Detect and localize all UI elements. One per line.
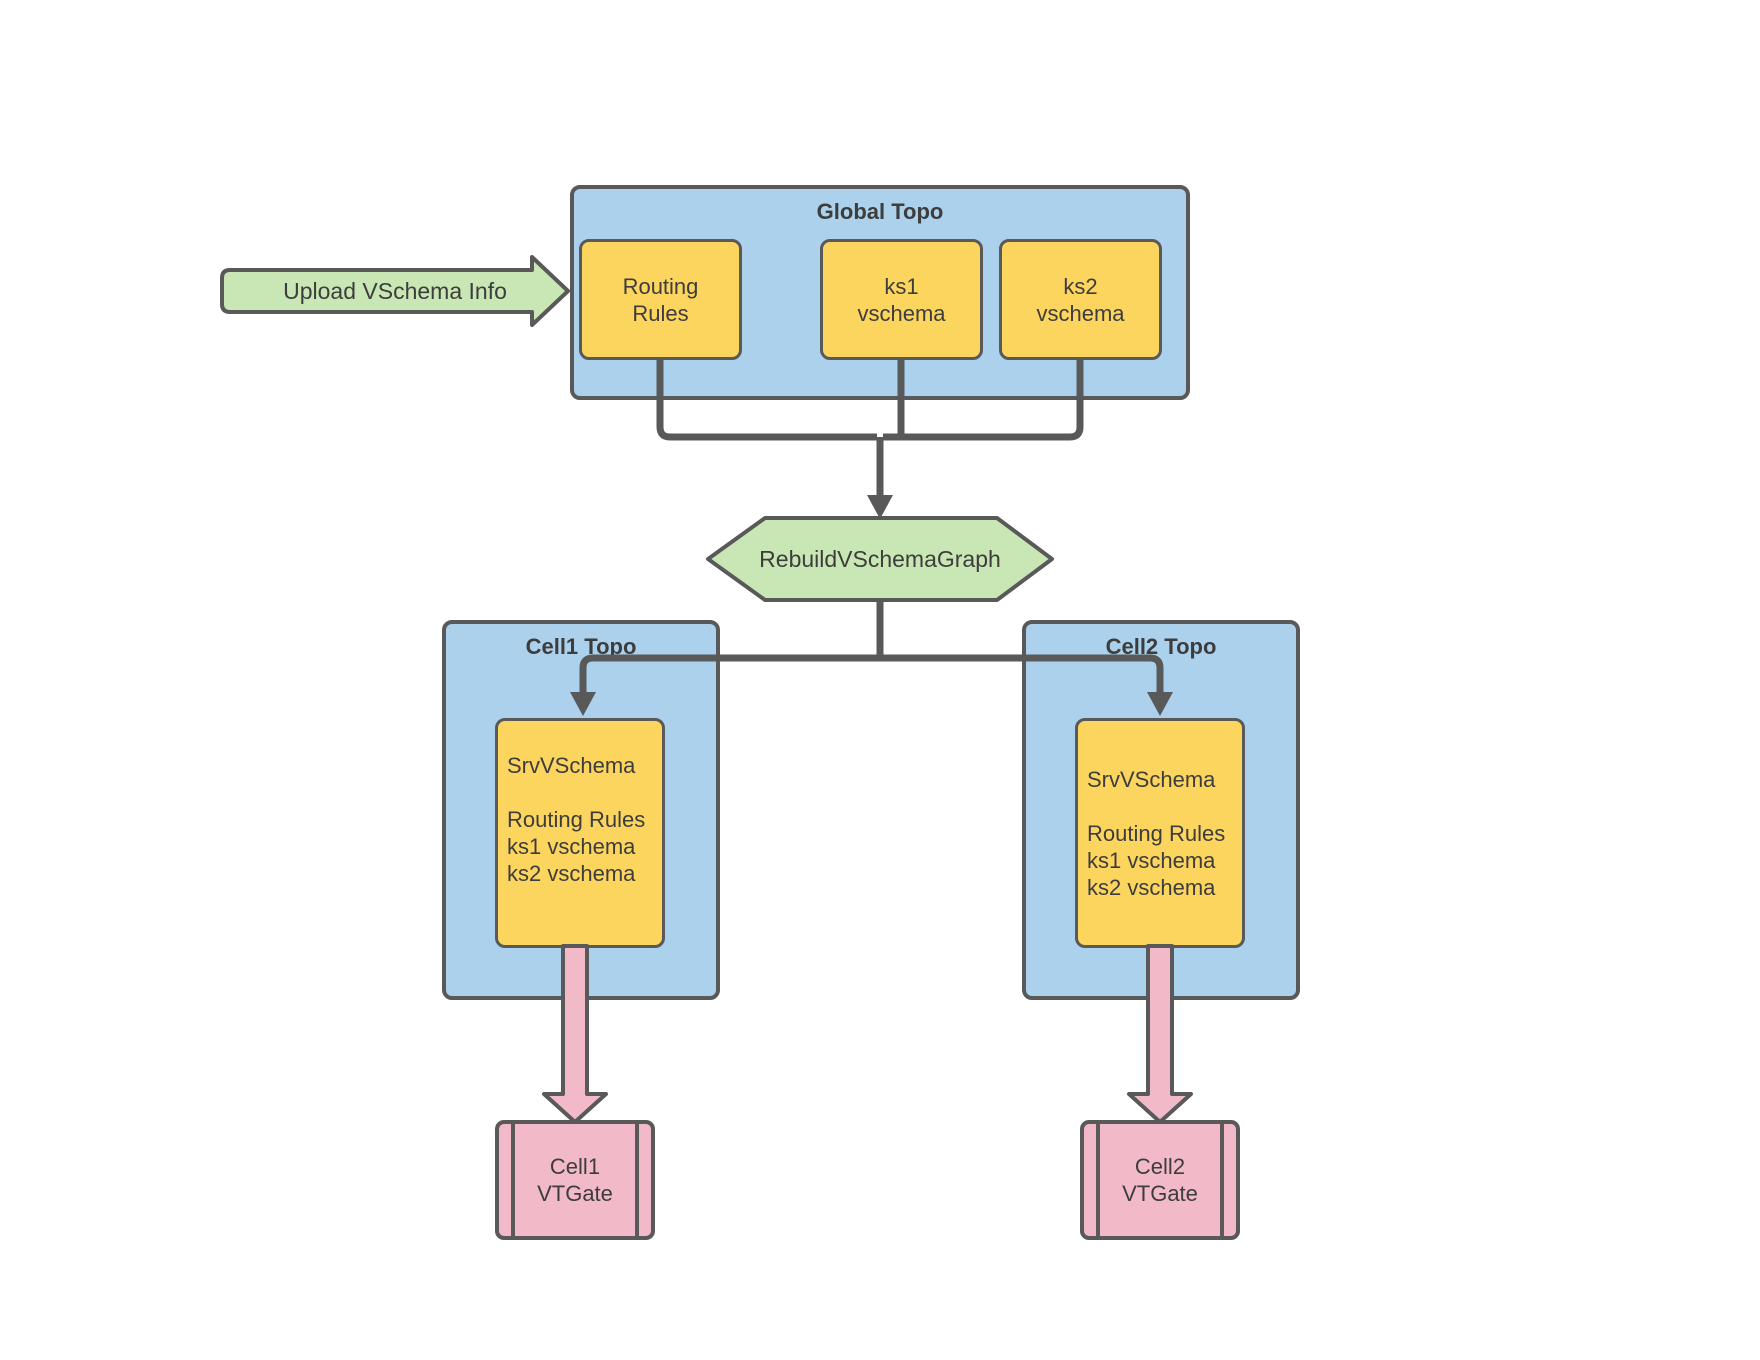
ks2-line2: vschema	[1036, 300, 1125, 326]
cell1-topo-title: Cell1 Topo	[525, 634, 637, 659]
global-topo-title: Global Topo	[816, 199, 944, 224]
cell2-srvvschema-label: SrvVSchema Routing Rules ks1 vschema ks2…	[1078, 721, 1242, 901]
cell1-srvvschema-node: SrvVSchema Routing Rules ks1 vschema ks2…	[495, 718, 665, 948]
cell2-srv-blank-line	[1087, 793, 1238, 820]
routing-rules-node: Routing Rules	[579, 239, 742, 360]
cell1-srv-line1: SrvVSchema	[507, 753, 636, 778]
cell1-srv-blank-line	[507, 779, 658, 806]
cell1-srvvschema-label: SrvVSchema Routing Rules ks1 vschema ks2…	[498, 721, 662, 887]
ks1-line1: ks1	[884, 273, 919, 299]
cell2-srv-line1: SrvVSchema	[1087, 767, 1216, 792]
cell1-srv-line4: ks2 vschema	[507, 861, 636, 886]
ks2-vschema-label: ks2 vschema	[1002, 242, 1159, 357]
upload-vschema-arrow-label: Upload VSchema Info	[283, 277, 507, 304]
ks2-vschema-node: ks2 vschema	[999, 239, 1162, 360]
ks1-vschema-label: ks1 vschema	[823, 242, 980, 357]
routing-rules-line1: Routing	[622, 273, 699, 299]
down-arrowhead-into-hexagon-icon	[867, 495, 893, 519]
ks1-vschema-node: ks1 vschema	[820, 239, 983, 360]
cell2-vtgate-left-stripe	[1096, 1124, 1100, 1236]
rebuild-vschemagraph-label: RebuildVSchemaGraph	[759, 545, 1001, 572]
cell2-srv-line4: ks2 vschema	[1087, 875, 1216, 900]
cell2-srv-line3: ks1 vschema	[1087, 848, 1216, 873]
cell2-srv-line2: Routing Rules	[1087, 821, 1226, 846]
cell2-topo-title: Cell2 Topo	[1105, 634, 1217, 659]
ks2-line1: ks2	[1063, 273, 1098, 299]
cell1-srv-line2: Routing Rules	[507, 807, 646, 832]
routing-rules-line2: Rules	[632, 300, 689, 326]
cell2-vtgate-right-stripe	[1220, 1124, 1224, 1236]
ks1-line2: vschema	[857, 300, 946, 326]
cell2-vtgate-label: Cell2 VTGate	[1084, 1124, 1236, 1236]
cell1-vtgate-right-stripe	[635, 1124, 639, 1236]
cell2-srvvschema-node: SrvVSchema Routing Rules ks1 vschema ks2…	[1075, 718, 1245, 948]
cell2-vtgate-line2: VTGate	[1122, 1181, 1198, 1206]
cell1-vtgate-label: Cell1 VTGate	[499, 1124, 651, 1236]
cell1-vtgate-line1: Cell1	[549, 1154, 601, 1179]
routing-rules-label: Routing Rules	[582, 242, 739, 357]
cell2-vtgate-node: Cell2 VTGate	[1080, 1120, 1240, 1240]
cell2-vtgate-line1: Cell2	[1134, 1154, 1186, 1179]
cell1-srv-line3: ks1 vschema	[507, 834, 636, 859]
cell1-vtgate-node: Cell1 VTGate	[495, 1120, 655, 1240]
cell1-vtgate-line2: VTGate	[537, 1181, 613, 1206]
cell1-vtgate-left-stripe	[511, 1124, 515, 1236]
